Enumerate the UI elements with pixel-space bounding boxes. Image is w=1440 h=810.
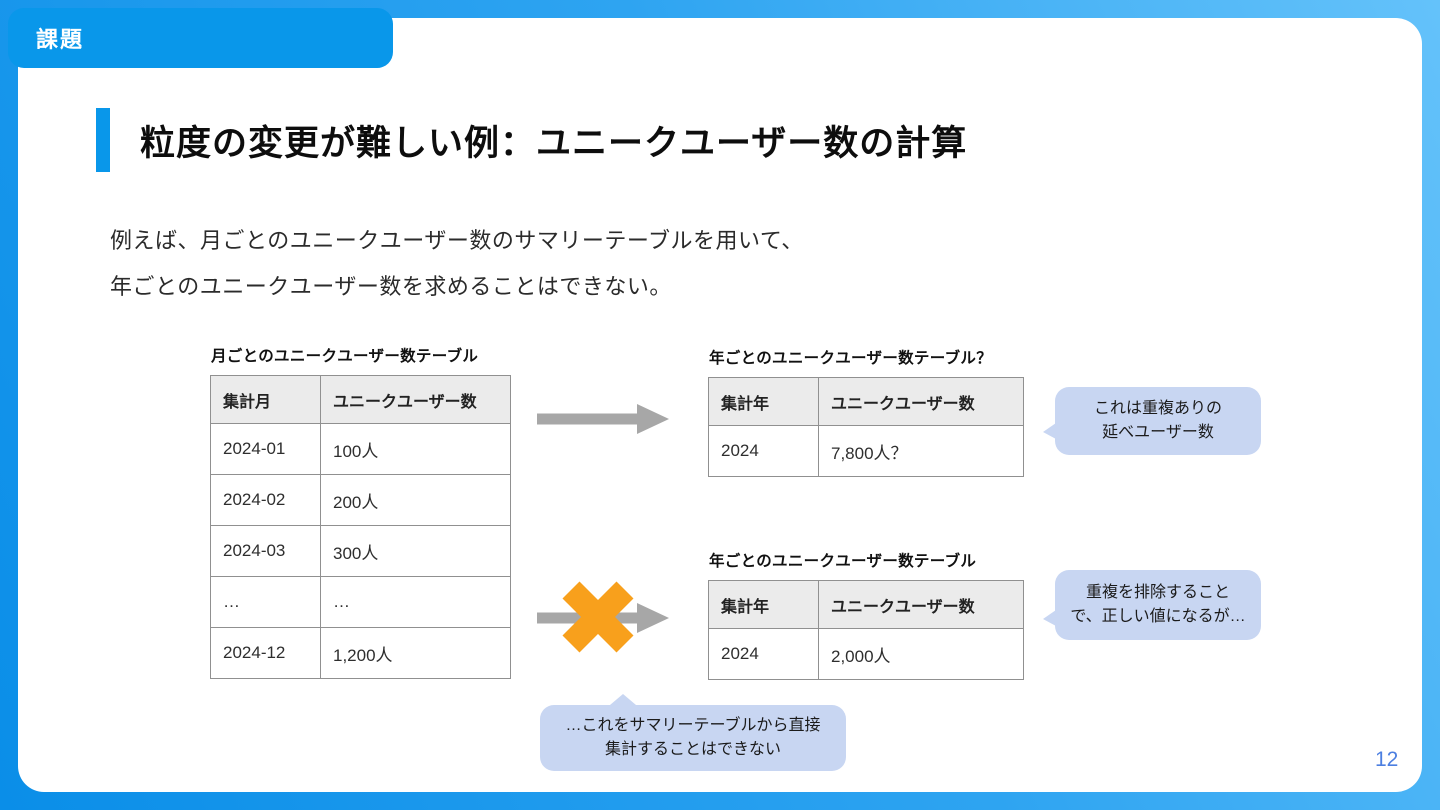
table-cell: 2024-02 xyxy=(210,474,321,526)
table-cell: 200人 xyxy=(320,474,511,526)
title-row: 粒度の変更が難しい例：ユニークユーザー数の計算 xyxy=(96,108,967,172)
monthly-table-title: 月ごとのユニークユーザー数テーブル xyxy=(211,348,479,365)
dedupe-note-bubble: 重複を排除すること で、正しい値になるが… xyxy=(1043,570,1261,640)
table-cell: 2024 xyxy=(708,628,819,680)
cross-x-icon xyxy=(562,581,634,653)
table-cell: 2,000人 xyxy=(818,628,1024,680)
cannot-note-line-1: …これをサマリーテーブルから直接 xyxy=(565,717,821,734)
bubble-tail-left xyxy=(1043,610,1056,626)
body-text-line-2: 年ごとのユニークユーザー数を求めることはできない。 xyxy=(110,274,672,299)
table-cell: 1,200人 xyxy=(320,627,511,679)
body-text: 例えば、月ごとのユニークユーザー数のサマリーテーブルを用いて、 年ごとのユニーク… xyxy=(110,218,804,310)
table-header-cell: ユニークユーザー数 xyxy=(818,580,1024,629)
right-arrow-icon xyxy=(537,404,669,434)
bubble-tail-left xyxy=(1043,423,1056,439)
duplicate-note-line-1: これは重複ありの xyxy=(1093,400,1222,417)
table-cell: 100人 xyxy=(320,423,511,475)
page-number: 12 xyxy=(1375,748,1399,771)
table-header-row: 集計年ユニークユーザー数 xyxy=(708,580,1024,629)
table-cell: … xyxy=(210,576,321,628)
title-accent-bar xyxy=(96,108,110,172)
table-cell: 7,800人？ xyxy=(818,425,1024,477)
table-cell: 2024 xyxy=(708,425,819,477)
dedupe-note-line-1: 重複を排除すること xyxy=(1085,584,1230,601)
table-header-cell: 集計月 xyxy=(210,375,321,424)
yearly-question-table-title: 年ごとのユニークユーザー数テーブル？ xyxy=(709,350,993,367)
table-header-cell: 集計年 xyxy=(708,580,819,629)
page-title: 粒度の変更が難しい例：ユニークユーザー数の計算 xyxy=(140,123,968,163)
table-header-cell: ユニークユーザー数 xyxy=(320,375,511,424)
cannot-aggregate-note-bubble: …これをサマリーテーブルから直接 集計することはできない xyxy=(540,694,846,771)
table-header-row: 集計月ユニークユーザー数 xyxy=(210,375,511,424)
table-header-cell: 集計年 xyxy=(708,377,819,426)
table-cell: 2024-01 xyxy=(210,423,321,475)
table-header-row: 集計年ユニークユーザー数 xyxy=(708,377,1024,426)
cannot-note-line-2: 集計することはできない xyxy=(604,741,781,758)
table-header-cell: ユニークユーザー数 xyxy=(818,377,1024,426)
category-tab: 課題 xyxy=(8,8,393,68)
yearly-correct-table-title: 年ごとのユニークユーザー数テーブル xyxy=(709,553,977,570)
bubble-tail-top xyxy=(610,694,636,705)
dedupe-note-line-2: で、正しい値になるが… xyxy=(1070,608,1246,625)
table-cell: … xyxy=(320,576,511,628)
table-cell: 2024-12 xyxy=(210,627,321,679)
table-row: …… xyxy=(210,576,511,628)
category-tab-label: 課題 xyxy=(36,27,85,52)
duplicate-note-line-2: 延べユーザー数 xyxy=(1102,424,1214,441)
table-cell: 2024-03 xyxy=(210,525,321,577)
duplicate-note-bubble: これは重複ありの 延べユーザー数 xyxy=(1043,387,1261,455)
table-cell: 300人 xyxy=(320,525,511,577)
body-text-line-1: 例えば、月ごとのユニークユーザー数のサマリーテーブルを用いて、 xyxy=(110,228,804,253)
